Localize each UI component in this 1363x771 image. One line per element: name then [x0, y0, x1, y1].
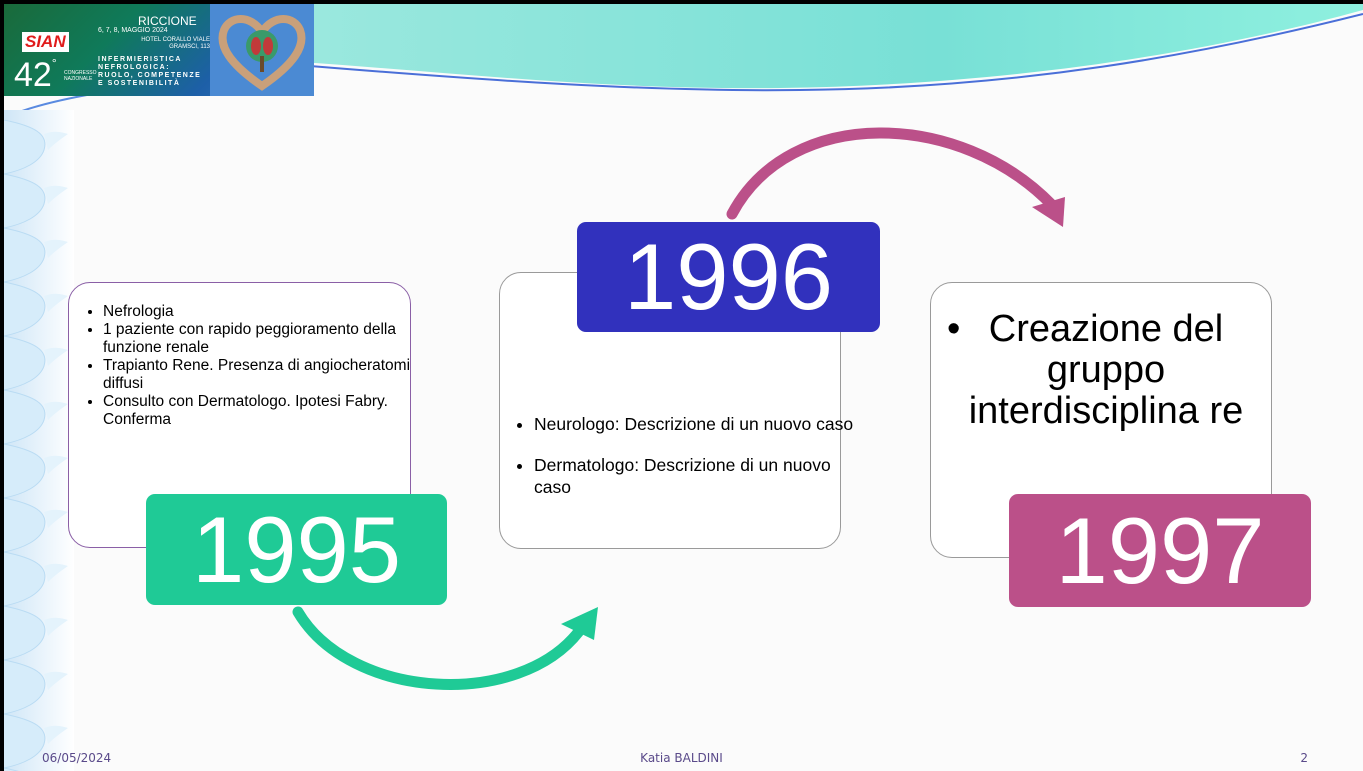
- timeline-box-1997: • Creazione del gruppo interdisciplina r…: [930, 282, 1272, 558]
- arrow-1995-to-1996: [292, 606, 586, 690]
- year-badge-1997: 1997: [1009, 494, 1311, 607]
- logo-dates: 6, 7, 8, MAGGIO 2024: [98, 27, 168, 34]
- footer-page-number: 2: [1300, 751, 1308, 765]
- heart-hands-icon: [218, 15, 306, 91]
- arrow-1996-to-1997-head: [1032, 197, 1065, 227]
- list-item: Trapianto Rene. Presenza di angiocherato…: [103, 357, 423, 393]
- sidebar-decoration: [4, 110, 74, 771]
- box-1995-list: Nefrologia 1 paziente con rapido peggior…: [83, 303, 423, 429]
- footer-author: Katia BALDINI: [640, 751, 723, 765]
- logo-venue: HOTEL CORALLO VIALE GRAMSCI, 113: [141, 37, 210, 50]
- frame-top-border: [0, 0, 1363, 4]
- footer-date: 06/05/2024: [42, 751, 112, 765]
- congress-logo: SIAN 42° CONGRESSO NAZIONALE RICCIONE 6,…: [4, 4, 314, 96]
- logo-society: SIAN: [22, 32, 69, 52]
- arrow-1995-to-1996-head: [561, 607, 598, 640]
- logo-edition-label: CONGRESSO NAZIONALE: [64, 70, 97, 82]
- logo-edition: 42°: [14, 56, 57, 94]
- list-item: 1 paziente con rapido peggioramento dell…: [103, 321, 423, 357]
- logo-city: RICCIONE: [138, 14, 197, 28]
- frame-left-border: [0, 0, 4, 771]
- box-1996-list: Neurologo: Descrizione di un nuovo caso …: [514, 413, 854, 498]
- arrow-1996-to-1997: [726, 127, 1058, 220]
- list-item: Dermatologo: Descrizione di un nuovo cas…: [534, 454, 854, 498]
- box-1997-item: • Creazione del gruppo interdisciplina r…: [947, 308, 1261, 432]
- logo-heart-image: [210, 4, 314, 96]
- year-badge-1995: 1995: [146, 494, 447, 605]
- year-badge-1996: 1996: [577, 222, 880, 332]
- bullet-icon: •: [947, 308, 961, 350]
- box-1997-text: Creazione del gruppo interdisciplina re: [968, 308, 1244, 432]
- list-item: Consulto con Dermatologo. Ipotesi Fabry.…: [103, 393, 423, 429]
- logo-theme: INFERMIERISTICA NEFROLOGICA: RUOLO, COMP…: [98, 56, 202, 87]
- list-item: Neurologo: Descrizione di un nuovo caso: [534, 413, 854, 435]
- list-item: Nefrologia: [103, 303, 423, 321]
